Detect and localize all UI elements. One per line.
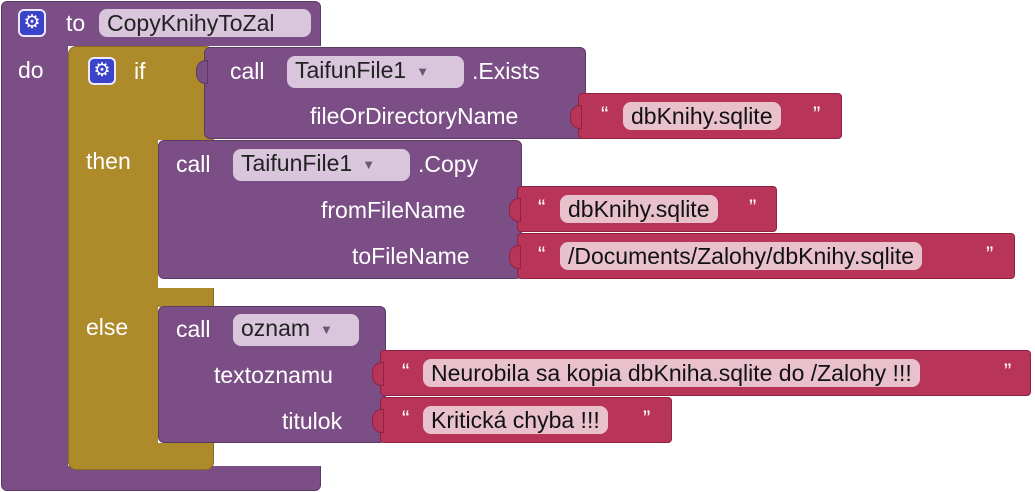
quote-close: ”	[749, 195, 757, 220]
procedure-do-keyword: do	[18, 57, 44, 83]
procedure-to-keyword: to	[66, 10, 86, 36]
quote-open: “	[402, 406, 410, 431]
else-keyword: else	[86, 314, 129, 340]
exists-component-dropdown[interactable]: TaifunFile1 ▼	[287, 56, 464, 88]
quote-open: “	[538, 242, 546, 267]
gear-icon[interactable]: ⚙	[88, 57, 116, 85]
oznam-procedure-label: oznam	[241, 315, 311, 341]
oznam-param-text-label: textoznamu	[214, 362, 333, 388]
quote-close: ”	[813, 102, 821, 127]
exists-text-value[interactable]: dbKnihy.sqlite	[623, 102, 781, 130]
quote-open: “	[538, 195, 546, 220]
quote-close: ”	[1004, 359, 1012, 384]
oznam-param-title-label: titulok	[282, 408, 343, 434]
quote-close: ”	[643, 406, 651, 431]
chevron-down-icon: ▼	[320, 322, 333, 337]
oznam-text-plug	[372, 362, 384, 386]
copy-from-text-plug	[509, 198, 521, 222]
chevron-down-icon: ▼	[362, 157, 376, 172]
chevron-down-icon: ▼	[416, 64, 430, 79]
oznam-procedure-dropdown[interactable]: oznam ▼	[233, 314, 359, 346]
quote-open: “	[601, 102, 609, 127]
copy-to-text-plug	[509, 245, 521, 269]
copy-component-label: TaifunFile1	[241, 150, 353, 176]
if-keyword: if	[134, 58, 146, 84]
quote-open: “	[402, 359, 410, 384]
exists-param-label: fileOrDirectoryName	[310, 103, 519, 129]
exists-plug	[196, 60, 208, 84]
quote-close: ”	[986, 242, 994, 267]
copy-method-label: .Copy	[418, 151, 479, 177]
copy-to-text-value[interactable]: /Documents/Zalohy/dbKnihy.sqlite	[560, 242, 923, 270]
exists-component-label: TaifunFile1	[295, 57, 407, 83]
copy-from-text-value[interactable]: dbKnihy.sqlite	[560, 195, 718, 223]
copy-param-to-label: toFileName	[352, 243, 470, 269]
exists-text-plug	[570, 105, 582, 129]
exists-call-keyword: call	[230, 58, 265, 84]
copy-call-keyword: call	[176, 151, 211, 177]
oznam-title-plug	[372, 409, 384, 433]
oznam-text-value[interactable]: Neurobila sa kopia dbKniha.sqlite do /Za…	[423, 359, 920, 387]
gear-icon[interactable]: ⚙	[18, 9, 46, 37]
procedure-name-field[interactable]: CopyKnihyToZal	[99, 9, 311, 37]
then-keyword: then	[86, 148, 131, 174]
exists-method-label: .Exists	[472, 58, 540, 84]
oznam-call-keyword: call	[176, 316, 211, 342]
oznam-title-value[interactable]: Kritická chyba !!!	[423, 406, 608, 434]
copy-component-dropdown[interactable]: TaifunFile1 ▼	[233, 149, 410, 181]
copy-param-from-label: fromFileName	[321, 197, 466, 223]
